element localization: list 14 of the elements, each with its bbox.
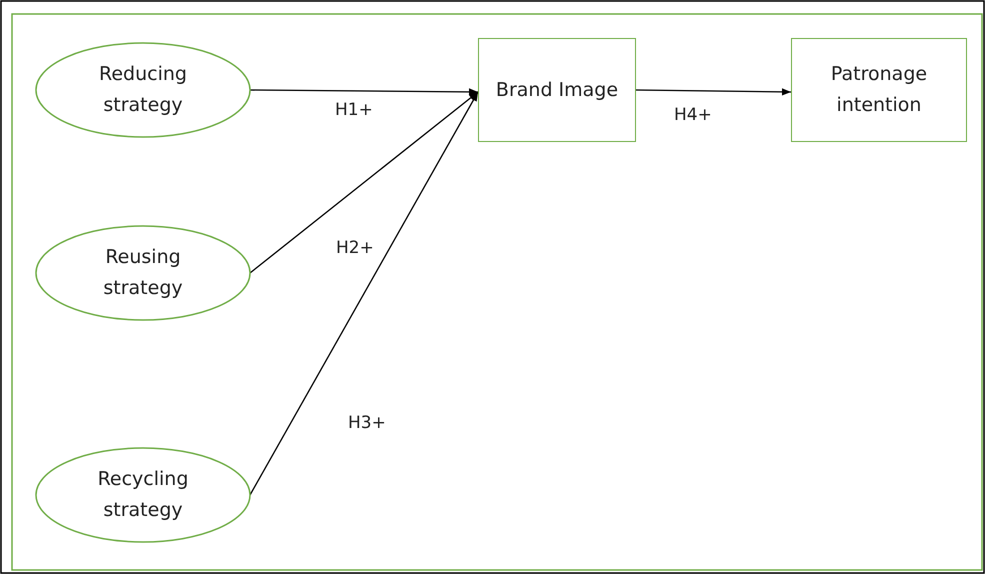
node-label: Reusing strategy [102,245,184,301]
process-box [478,38,636,142]
ellipse-node [35,447,251,543]
node-label: Brand Image [494,78,620,102]
node-label: Patronage intention [830,62,928,118]
arrow [250,88,478,96]
node-label: Reducing strategy [98,62,188,118]
arrow [250,92,478,274]
node-label: Recycling strategy [96,467,190,523]
process-box [791,38,967,142]
ellipse-node [35,225,251,321]
ellipse-node [35,42,251,138]
arrow [249,92,479,496]
arrow [636,88,791,96]
